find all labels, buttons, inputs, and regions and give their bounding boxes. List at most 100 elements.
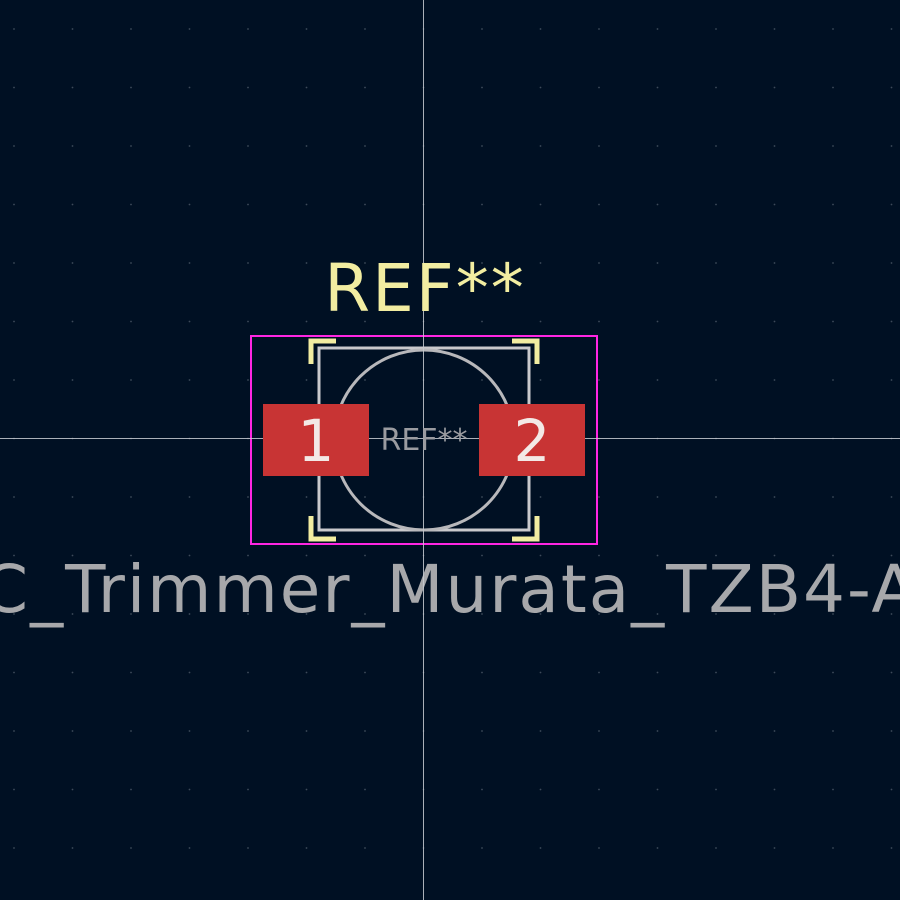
grid-dot bbox=[832, 145, 834, 147]
silkscreen-reference-text[interactable]: REF** bbox=[324, 250, 526, 327]
grid-dot bbox=[598, 671, 600, 674]
grid-dot bbox=[188, 145, 191, 147]
grid-dot bbox=[715, 86, 717, 89]
grid-dot bbox=[656, 496, 659, 498]
grid-dot bbox=[188, 788, 191, 791]
grid-dot bbox=[305, 379, 308, 381]
grid-dot bbox=[364, 847, 366, 849]
grid-dot bbox=[656, 554, 659, 557]
grid-dot bbox=[773, 788, 776, 791]
grid-dot bbox=[773, 730, 776, 732]
grid-dot bbox=[305, 671, 308, 674]
grid-dot bbox=[539, 145, 542, 147]
silkscreen-corners[interactable] bbox=[308, 338, 540, 542]
grid-dots bbox=[13, 28, 893, 849]
grid-dot bbox=[71, 28, 74, 30]
grid-dot bbox=[130, 613, 132, 615]
grid-dot bbox=[188, 203, 191, 206]
grid-dot bbox=[188, 730, 191, 732]
grid-dot bbox=[773, 613, 776, 615]
grid-dot bbox=[656, 730, 659, 732]
pad-2-number: 2 bbox=[514, 407, 551, 475]
grid-dot bbox=[832, 262, 834, 264]
fab-reference-text[interactable]: REF** bbox=[380, 423, 467, 458]
grid-dot bbox=[539, 788, 542, 791]
grid-dot bbox=[832, 554, 834, 557]
grid-dot bbox=[656, 145, 659, 147]
grid-dot bbox=[481, 379, 483, 381]
grid-dot bbox=[890, 262, 893, 264]
grid-dot bbox=[773, 203, 776, 206]
grid-dot bbox=[715, 671, 717, 674]
grid-dot bbox=[247, 554, 249, 557]
grid-dot bbox=[13, 847, 15, 849]
grid-dot bbox=[598, 613, 600, 615]
grid-dot bbox=[890, 847, 893, 849]
grid-dot bbox=[656, 28, 659, 30]
grid-dot bbox=[773, 28, 776, 30]
grid-dot bbox=[773, 379, 776, 381]
grid-dot bbox=[832, 671, 834, 674]
grid-dot bbox=[305, 86, 308, 89]
grid-dot bbox=[130, 86, 132, 89]
grid-dot bbox=[188, 847, 191, 849]
grid-dot bbox=[832, 28, 834, 30]
grid-dot bbox=[890, 671, 893, 674]
grid-dot bbox=[598, 496, 600, 498]
grid-dot bbox=[481, 671, 483, 674]
grid-dot bbox=[13, 28, 15, 30]
silk-corner-top-left bbox=[308, 338, 336, 364]
grid-dot bbox=[188, 320, 191, 323]
grid-dot bbox=[13, 379, 15, 381]
grid-dot bbox=[130, 554, 132, 557]
grid-dot bbox=[364, 86, 366, 89]
grid-dot bbox=[188, 554, 191, 557]
grid-dot bbox=[715, 730, 717, 732]
grid-dot bbox=[832, 613, 834, 615]
grid-dot bbox=[247, 320, 249, 323]
grid-dot bbox=[773, 320, 776, 323]
pad-1-number: 1 bbox=[298, 407, 335, 475]
grid-dot bbox=[130, 496, 132, 498]
grid-dot bbox=[130, 203, 132, 206]
grid-dot bbox=[364, 203, 366, 206]
grid-dot bbox=[247, 28, 249, 30]
grid-dot bbox=[832, 379, 834, 381]
grid-dot bbox=[656, 203, 659, 206]
grid-dot bbox=[305, 496, 308, 498]
grid-dot bbox=[13, 496, 15, 498]
footprint-value-text[interactable]: C_Trimmer_Murata_TZB4-A bbox=[0, 551, 900, 628]
grid-dot bbox=[656, 86, 659, 89]
pad-2[interactable]: 2 bbox=[479, 404, 585, 476]
pad-2-shape[interactable] bbox=[479, 404, 585, 476]
grid-dot bbox=[715, 145, 717, 147]
grid-dot bbox=[715, 496, 717, 498]
grid-dot bbox=[130, 379, 132, 381]
grid-dot bbox=[890, 203, 893, 206]
grid-dot bbox=[773, 262, 776, 264]
grid-dot bbox=[656, 379, 659, 381]
pad-1[interactable]: 1 bbox=[263, 404, 369, 476]
grid-dot bbox=[247, 788, 249, 791]
grid-dot bbox=[481, 86, 483, 89]
grid-dot bbox=[188, 28, 191, 30]
grid-dot bbox=[305, 730, 308, 732]
pad-1-shape[interactable] bbox=[263, 404, 369, 476]
grid-dot bbox=[247, 730, 249, 732]
grid-dot bbox=[832, 203, 834, 206]
grid-dot bbox=[715, 847, 717, 849]
grid-dot bbox=[364, 28, 366, 30]
grid-dot bbox=[71, 262, 74, 264]
grid-dot bbox=[305, 145, 308, 147]
grid-dot bbox=[71, 554, 74, 557]
grid-dot bbox=[481, 28, 483, 30]
grid-dot bbox=[305, 28, 308, 30]
grid-dot bbox=[71, 847, 74, 849]
grid-dot bbox=[539, 730, 542, 732]
grid-dot bbox=[305, 262, 308, 264]
grid-dot bbox=[715, 203, 717, 206]
grid-dot bbox=[890, 730, 893, 732]
